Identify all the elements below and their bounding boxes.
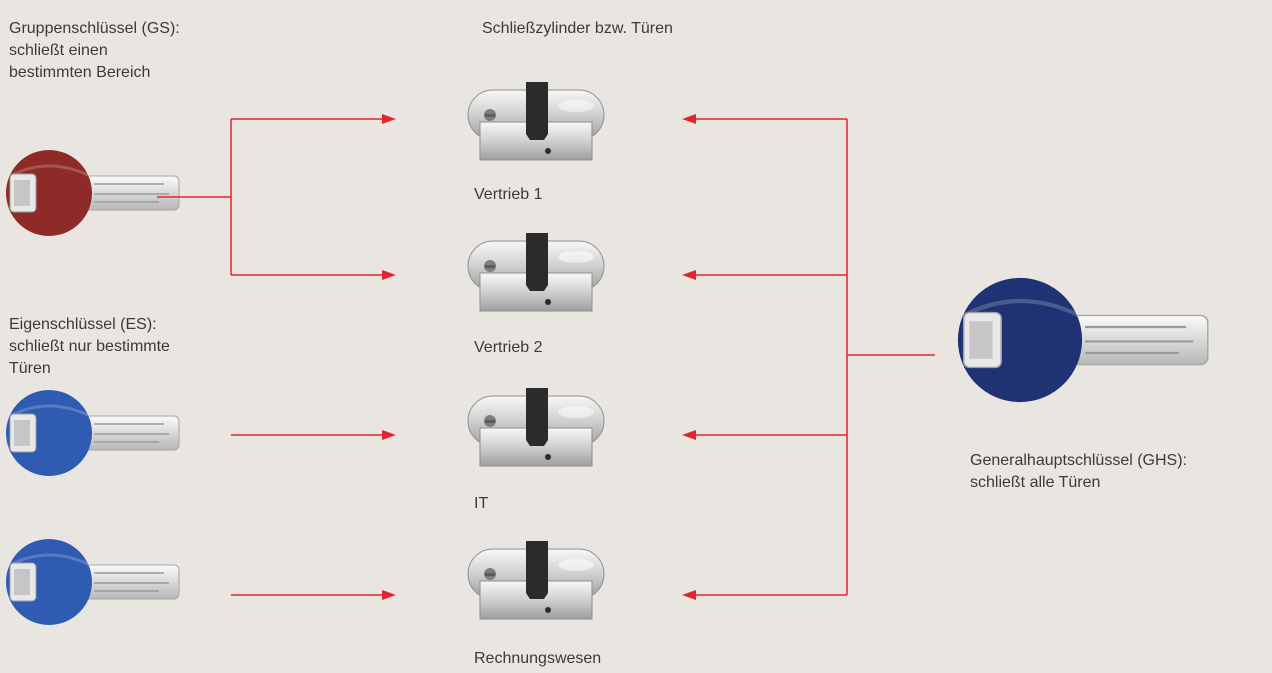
group-key-title: Gruppenschlüssel (GS): bbox=[9, 20, 180, 37]
arrow-left-icon bbox=[682, 590, 696, 600]
arrow-right-icon bbox=[382, 590, 396, 600]
own-key-blue-key-icon bbox=[4, 537, 181, 627]
group-key-red-key-icon bbox=[4, 148, 181, 238]
group-key-description: Gruppenschlüssel (GS): schließt einen be… bbox=[9, 18, 180, 84]
group-key-text-line: bestimmten Bereich bbox=[9, 64, 151, 81]
master-key-description: Generalhauptschlüssel (GHS): schließt al… bbox=[970, 450, 1187, 494]
lock-cylinder-icon bbox=[467, 541, 605, 620]
master-key-title: Generalhauptschlüssel (GHS): bbox=[970, 452, 1187, 469]
master-key-text-line: schließt alle Türen bbox=[970, 474, 1101, 491]
own-key-blue-key-icon bbox=[4, 388, 181, 478]
arrow-left-icon bbox=[682, 270, 696, 280]
own-key-title: Eigenschlüssel (ES): bbox=[9, 316, 157, 333]
cylinder-label-it: IT bbox=[474, 495, 489, 512]
arrow-right-icon bbox=[382, 114, 396, 124]
own-key-text-line: schließt nur bestimmte bbox=[9, 338, 170, 355]
arrow-right-icon bbox=[382, 430, 396, 440]
cylinder-label-vertrieb-1: Vertrieb 1 bbox=[474, 186, 543, 203]
arrow-left-icon bbox=[682, 430, 696, 440]
arrow-left-icon bbox=[682, 114, 696, 124]
lock-cylinder-icon bbox=[467, 388, 605, 467]
lock-cylinder-icon bbox=[467, 233, 605, 312]
cylinder-label-vertrieb-2: Vertrieb 2 bbox=[474, 339, 543, 356]
arrowheads bbox=[382, 114, 696, 600]
cylinders-title: Schließzylinder bzw. Türen bbox=[482, 20, 673, 37]
master-key-navy-key-icon bbox=[958, 278, 1208, 402]
group-key-text-line: schließt einen bbox=[9, 42, 108, 59]
arrow-right-icon bbox=[382, 270, 396, 280]
own-key-description: Eigenschlüssel (ES): schließt nur bestim… bbox=[9, 314, 170, 380]
own-key-text-line: Türen bbox=[9, 360, 51, 377]
lock-cylinder-icon bbox=[467, 82, 605, 161]
cylinder-label-rechnungswesen: Rechnungswesen bbox=[474, 650, 602, 667]
connector-lines bbox=[157, 118, 935, 596]
